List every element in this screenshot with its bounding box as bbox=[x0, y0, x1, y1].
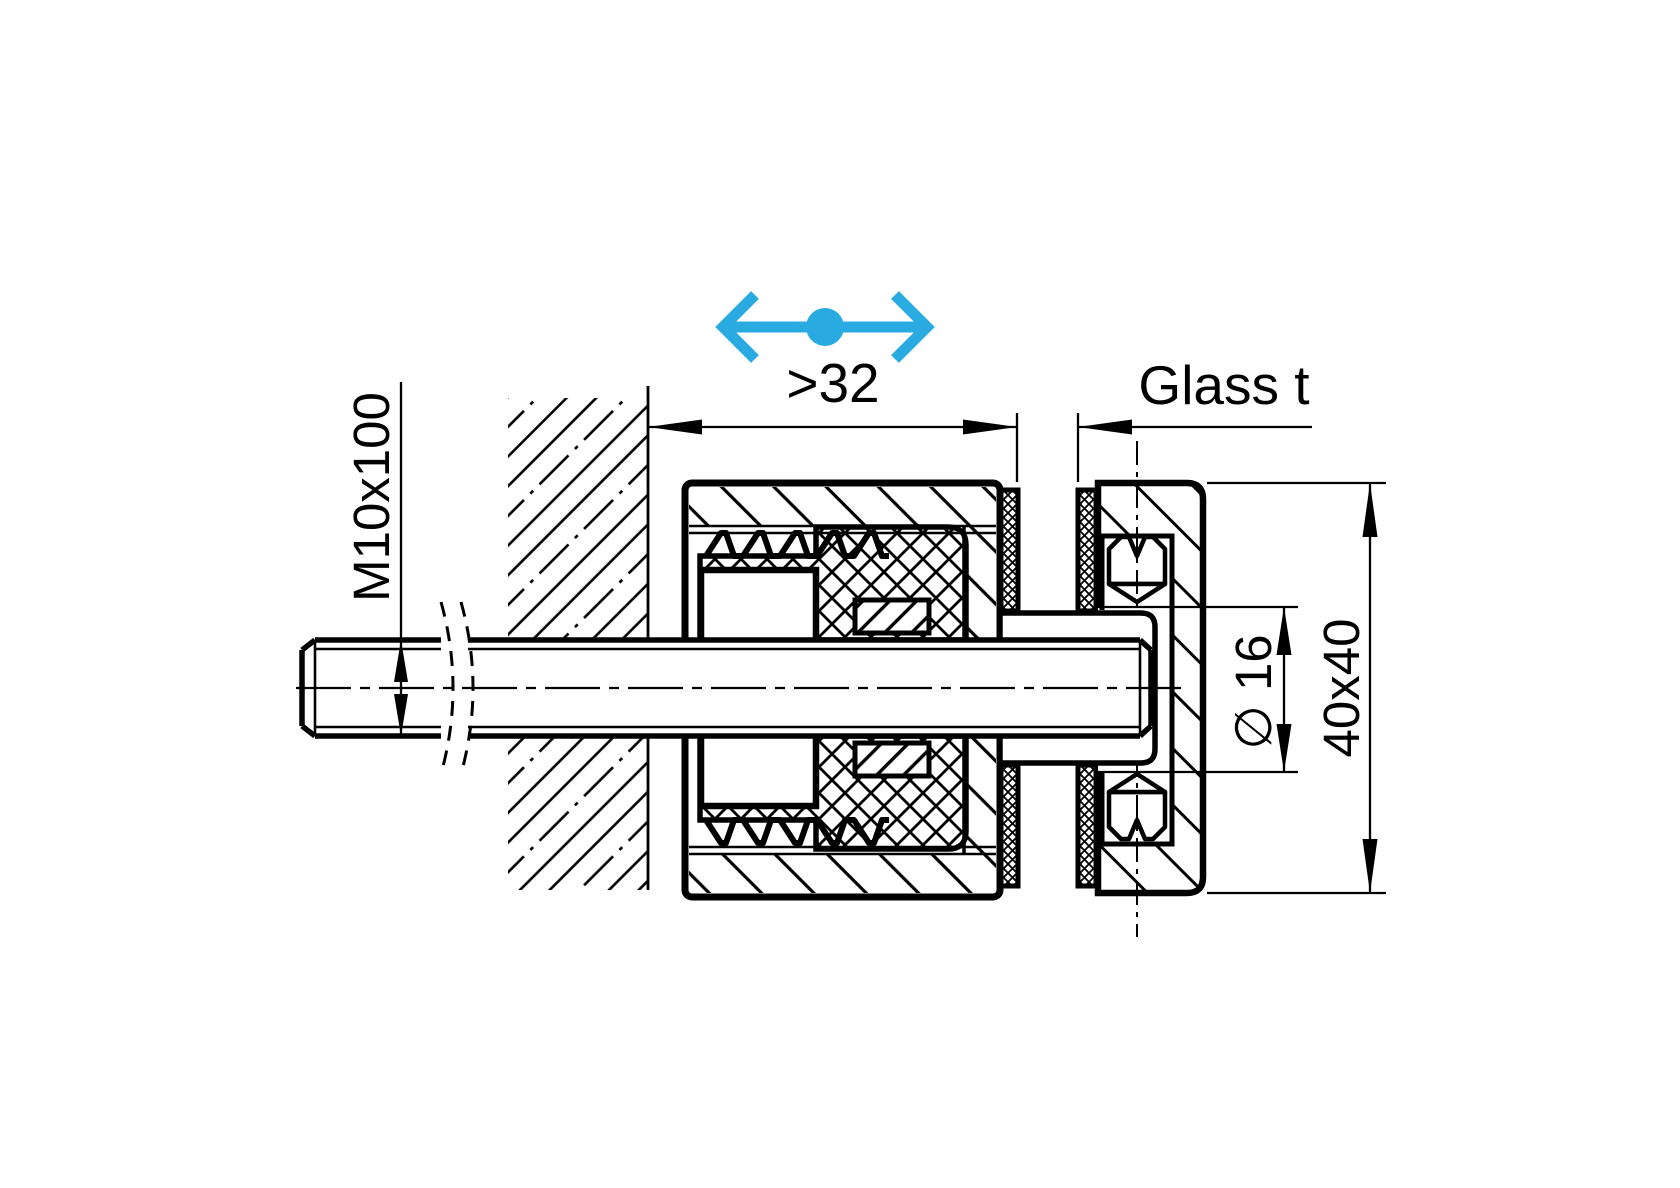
dim-size-label: 40x40 bbox=[1313, 619, 1370, 758]
gasket-top-right bbox=[1075, 487, 1099, 614]
gasket-top-left bbox=[997, 487, 1021, 614]
dimensions bbox=[394, 382, 1386, 895]
dim-thread-label: M10x100 bbox=[343, 392, 400, 602]
gasket-bottom-left bbox=[997, 762, 1021, 889]
inner-sleeve-top bbox=[697, 566, 820, 646]
dim-offset-label: >32 bbox=[786, 352, 879, 414]
inner-sleeve-bottom bbox=[697, 730, 820, 810]
gasket-bottom-right bbox=[1075, 762, 1099, 889]
dimension-labels: >32 Glass t M10x100 ∅ 16 40x40 bbox=[343, 352, 1370, 757]
dim-glass-label: Glass t bbox=[1138, 354, 1309, 416]
dim-bore-label: ∅ 16 bbox=[1225, 634, 1282, 749]
spring-serration-top bbox=[703, 530, 889, 559]
glass-gaskets bbox=[997, 487, 1099, 889]
spring-serration-bottom bbox=[703, 817, 889, 846]
horizontal-adjustability-icon bbox=[715, 291, 935, 363]
